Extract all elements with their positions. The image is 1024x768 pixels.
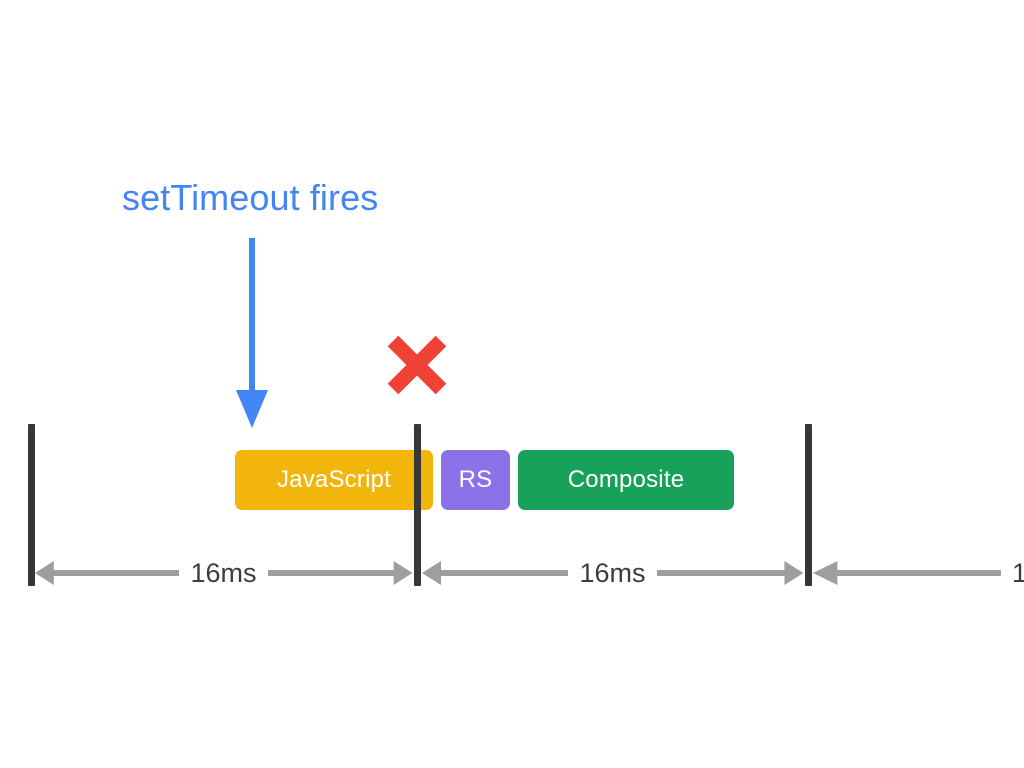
interval-label-0: 16ms bbox=[190, 557, 257, 588]
interval-measure-0: 16ms bbox=[35, 553, 412, 593]
interval-measure-2: 16 bbox=[813, 553, 1024, 593]
interval-arrow-left-2 bbox=[813, 553, 1001, 593]
interval-label-2: 16 bbox=[1011, 557, 1024, 588]
red-x-icon bbox=[384, 334, 450, 396]
down-arrow-icon bbox=[230, 238, 274, 430]
interval-arrow-left-1 bbox=[422, 553, 569, 593]
frame-boundary-tick-2 bbox=[805, 424, 812, 586]
frame-boundary-tick-0 bbox=[28, 424, 35, 586]
interval-label-1: 16ms bbox=[579, 557, 646, 588]
task-bar-javascript: JavaScript bbox=[235, 450, 433, 510]
task-bar-rs: RS bbox=[441, 450, 510, 510]
interval-arrow-left-0 bbox=[35, 553, 180, 593]
interval-arrow-right-0 bbox=[267, 553, 412, 593]
settimeout-fires-label: setTimeout fires bbox=[122, 177, 379, 218]
interval-measure-1: 16ms bbox=[422, 553, 803, 593]
frame-boundary-tick-1 bbox=[414, 424, 421, 586]
interval-arrow-right-1 bbox=[656, 553, 803, 593]
task-bar-composite: Composite bbox=[518, 450, 734, 510]
